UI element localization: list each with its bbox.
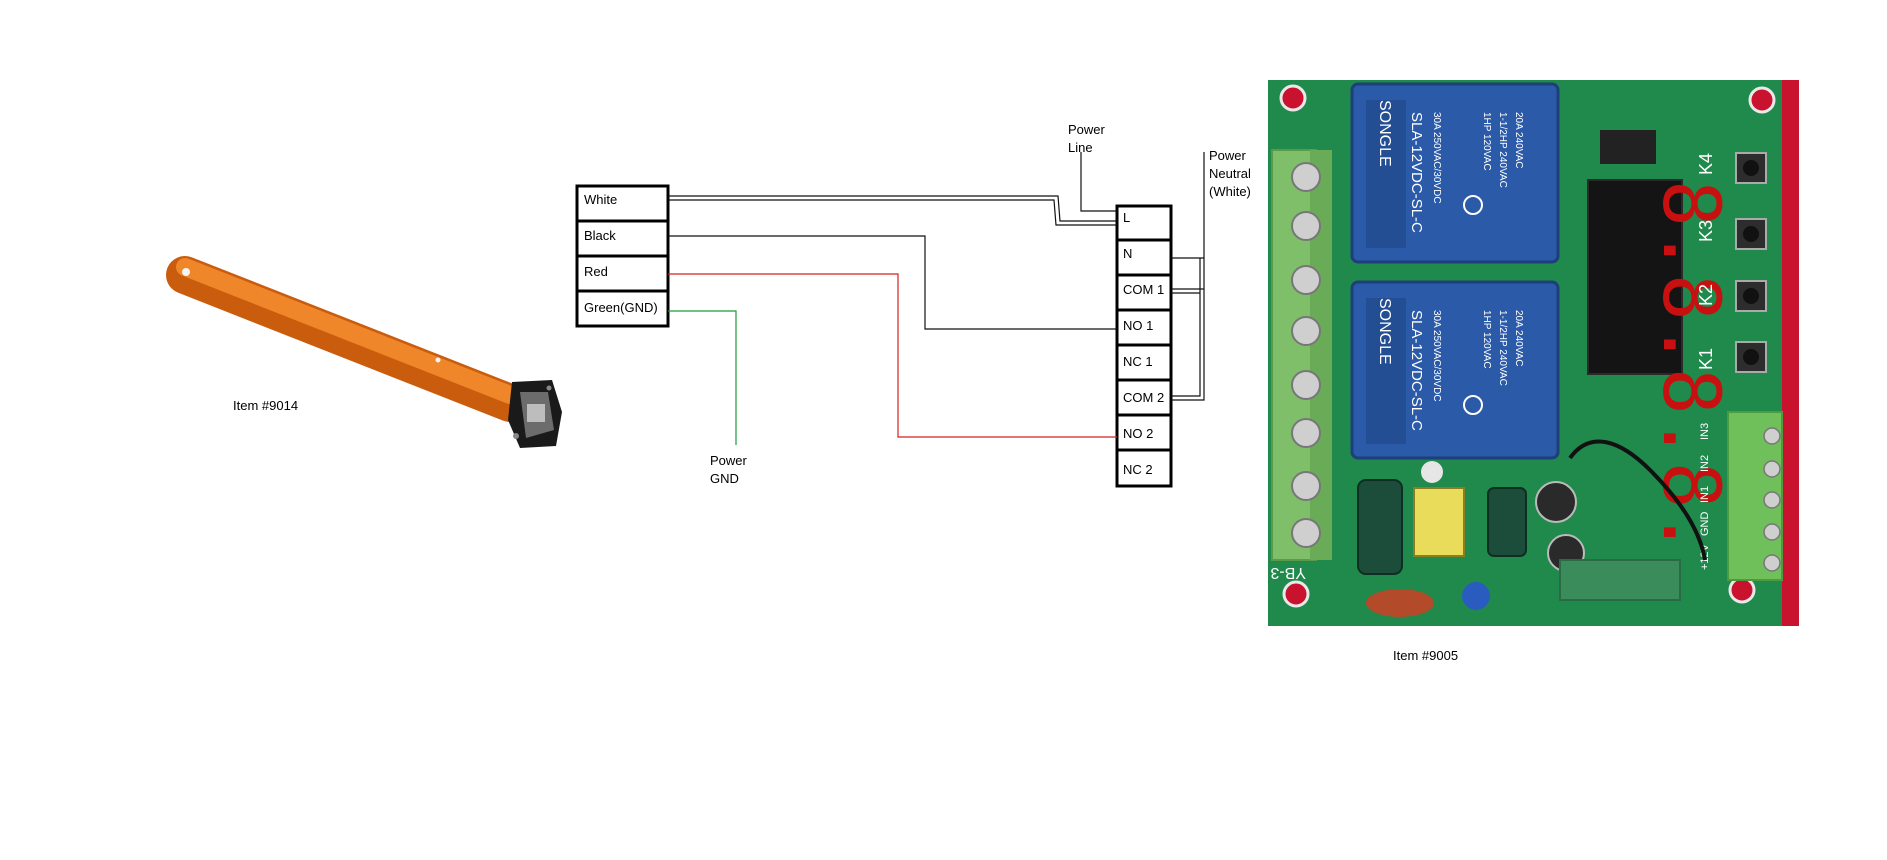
transformer-icon [1413, 487, 1465, 557]
relay-1-rating-4: 20A 240VAC [1513, 112, 1524, 169]
terminal-label-l: L [1123, 210, 1130, 225]
input-label-in1: IN1 [1699, 486, 1711, 503]
led-icon [1421, 461, 1443, 483]
wire-label-white: White [584, 192, 617, 207]
input-label-in3: IN3 [1699, 423, 1711, 440]
relay-board-photo: SONGLE SLA-12VDC-SL-C 30A 250VAC/30VDC 1… [1268, 80, 1799, 626]
screw-terminal-strip [1271, 149, 1332, 561]
terminal-label-n: N [1123, 246, 1132, 261]
relay-2-rating-2: 1HP 120VAC [1481, 310, 1492, 369]
power-components [1357, 439, 1707, 617]
tubular-motor [166, 256, 562, 448]
relay-1-model: SLA-12VDC-SL-C [1408, 112, 1425, 233]
motor-head-icon [508, 380, 562, 448]
terminal-label-no1: NO 1 [1123, 318, 1153, 333]
wire-neutral-bus [1171, 152, 1205, 401]
cqc-mark-icon [1463, 395, 1483, 415]
antenna-coil-icon [1568, 439, 1707, 561]
capacitor-icon [1487, 487, 1527, 557]
relay-2-rating-3: 1-1/2HP 240VAC [1497, 310, 1508, 386]
relay-2-rating-4: 20A 240VAC [1513, 310, 1524, 367]
mount-hole-icon [1279, 84, 1307, 112]
annotation-power-neutral-3: (White) [1209, 184, 1251, 199]
wire-label-green: Green(GND) [584, 300, 658, 315]
wire-black-to-no1 [668, 235, 1117, 330]
button-label-k3: K3 [1696, 220, 1716, 242]
relay-1-rating-1: 30A 250VAC/30VDC [1431, 112, 1442, 204]
relay-1: SONGLE SLA-12VDC-SL-C 30A 250VAC/30VDC 1… [1350, 82, 1560, 264]
annotation-power-gnd-1: Power [710, 453, 748, 468]
annotation-power-gnd-2: GND [710, 471, 739, 486]
wire-red-to-no2 [668, 273, 1117, 438]
annotation-power-line-2: Line [1068, 140, 1093, 155]
relay-2-model: SLA-12VDC-SL-C [1408, 310, 1425, 431]
input-terminal-block: IN3 IN2 IN1 GND +12V [1699, 411, 1783, 581]
button-label-k4: K4 [1696, 153, 1716, 175]
relay-2-brand: SONGLE [1376, 298, 1393, 365]
wire-power-line [1080, 152, 1117, 212]
film-capacitor-icon [1366, 589, 1434, 617]
wire-green-to-gnd [668, 310, 737, 445]
annotation-power-line-1: Power [1068, 122, 1106, 137]
relay-2: SONGLE SLA-12VDC-SL-C 30A 250VAC/30VDC 1… [1350, 280, 1560, 460]
mount-hole-icon [1728, 576, 1756, 604]
annotation-power-neutral-1: Power [1209, 148, 1247, 163]
capacitor-icon [1357, 479, 1403, 575]
terminal-label-nc2: NC 2 [1123, 462, 1153, 477]
tact-buttons: K4 K3 K2 K1 [1696, 152, 1767, 373]
button-label-k2: K2 [1696, 284, 1716, 306]
motor-caption: Item #9014 [233, 398, 298, 413]
relay-2-rating-1: 30A 250VAC/30VDC [1431, 310, 1442, 402]
terminal-label-no2: NO 2 [1123, 426, 1153, 441]
relay-1-rating-2: 1HP 120VAC [1481, 112, 1492, 171]
board-caption: Item #9005 [1393, 648, 1458, 663]
ceramic-capacitor-icon [1462, 582, 1490, 610]
cqc-mark-icon [1463, 195, 1483, 215]
button-label-k1: K1 [1696, 348, 1716, 370]
rf-module-icon [1559, 559, 1681, 601]
motor-wire-block: White Black Red Green(GND) [575, 184, 670, 328]
input-label-in2: IN2 [1699, 455, 1711, 472]
input-label-gnd: GND [1699, 512, 1711, 537]
seven-segment-display: 8.8.8.8. [1587, 179, 1735, 556]
relay-1-rating-3: 1-1/2HP 240VAC [1497, 112, 1508, 188]
wire-white-to-l [668, 195, 1117, 226]
relay-1-brand: SONGLE [1376, 100, 1393, 167]
ic-chip [1600, 130, 1656, 164]
mount-hole-icon [1282, 580, 1310, 608]
wire-label-red: Red [584, 264, 608, 279]
display-digits: 8.8.8.8. [1645, 180, 1735, 556]
mount-hole-icon [1748, 86, 1776, 114]
terminal-label-com2: COM 2 [1123, 390, 1164, 405]
board-model-text: YB-3 [1270, 564, 1306, 581]
terminal-label-com1: COM 1 [1123, 282, 1164, 297]
annotation-power-neutral-2: Neutral [1209, 166, 1251, 181]
capacitor-icon [1535, 481, 1577, 523]
relay-terminal-block: L N COM 1 NO 1 NC 1 COM 2 NO 2 NC 2 [1115, 204, 1173, 488]
terminal-label-nc1: NC 1 [1123, 354, 1153, 369]
motor-end-cap-icon [182, 268, 190, 276]
wire-label-black: Black [584, 228, 616, 243]
